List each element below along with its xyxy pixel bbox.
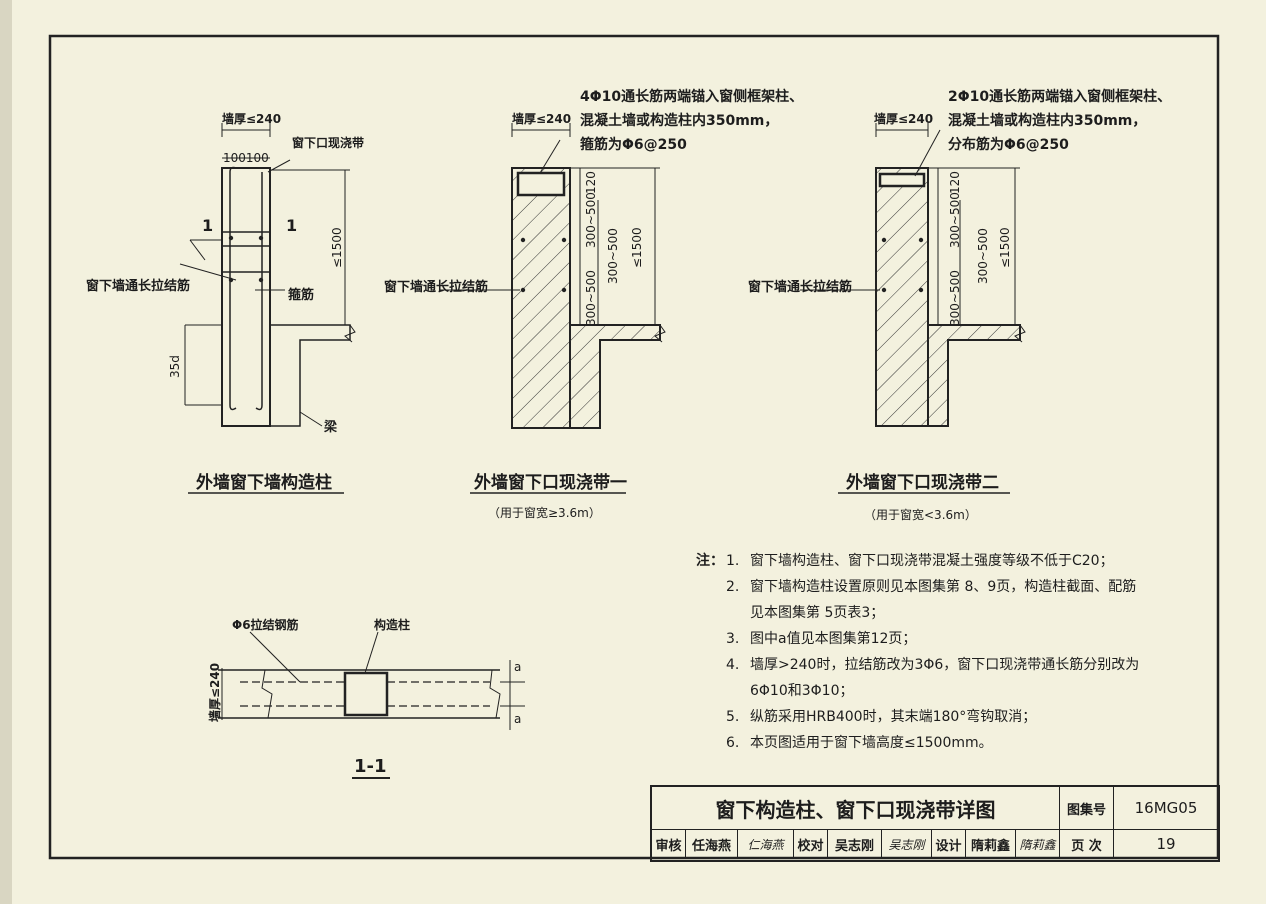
section-wall-thickness: 墙厚≤240 (208, 662, 222, 722)
note-number: 6. (726, 735, 740, 751)
note-3: 3. 图中a值见本图集第12页； (696, 626, 1166, 652)
fig1-tie-bar-label: 窗下墙通长拉结筋 (86, 279, 191, 294)
design-label: 设计 (932, 830, 966, 858)
note-text: 窗下墙构造柱设置原则见本图集第 8、9页，构造柱截面、配筋 (750, 579, 1137, 595)
notes: 注： 1. 窗下墙构造柱、窗下口现浇带混凝土强度等级不低于C20； 2. 窗下墙… (696, 548, 1166, 756)
check-label: 校对 (794, 830, 828, 858)
fig3-dim-300-500-b: 300~500 (948, 270, 962, 326)
fig1-anchor-label: 35d (168, 355, 182, 378)
fig1-drawing (179, 123, 356, 427)
fig1-stirrup-label: 箍筋 (288, 288, 315, 303)
reviewer-name: 任海燕 (686, 830, 738, 858)
note-text: 见本图集第 5页表3； (750, 605, 885, 621)
note-number: 5. (726, 709, 740, 725)
fig1-wall-thickness: 墙厚≤240 (222, 112, 282, 126)
fig3-height-label: ≤1500 (998, 227, 1012, 268)
page-label: 页 次 (1060, 830, 1114, 858)
notes-heading: 注： (696, 553, 724, 569)
fig2-dim-300-500-c: 300~500 (606, 228, 620, 284)
page-number: 19 (1156, 835, 1176, 853)
fig3-drawing (800, 123, 1026, 427)
fig1-section-mark-right: 1 (286, 216, 298, 235)
note-number: 1. (726, 553, 740, 569)
fig2-drawing (440, 123, 666, 429)
fig2-note-line1: 4Φ10通长筋两端锚入窗侧框架柱、 (580, 89, 804, 105)
binding-strip (0, 0, 12, 904)
note-number: 2. (726, 579, 740, 595)
fig3-subtitle: （用于窗宽<3.6m） (864, 508, 977, 522)
note-number: 4. (726, 657, 740, 673)
atlas-number: 16MG05 (1134, 799, 1198, 817)
note-2-cont: 见本图集第 5页表3； (696, 600, 1166, 626)
fig2-note-line3: 箍筋为Φ6@250 (580, 137, 687, 153)
note-text: 本页图适用于窗下墙高度≤1500mm。 (750, 735, 993, 751)
fig3-note-line3: 分布筋为Φ6@250 (948, 137, 1069, 153)
section-a-mark-top: a (514, 660, 522, 674)
review-label: 审核 (652, 830, 686, 858)
fig3-dim-300-500-c: 300~500 (976, 228, 990, 284)
section-tie-label: Φ6拉结钢筋 (232, 618, 299, 632)
drawing-frame (48, 34, 1220, 860)
atlas-label: 图集号 (1060, 787, 1114, 829)
fig3-dim-120: 120 (948, 171, 962, 194)
fig3-wall-thickness: 墙厚≤240 (874, 112, 934, 126)
note-2: 2. 窗下墙构造柱设置原则见本图集第 8、9页，构造柱截面、配筋 (696, 574, 1166, 600)
note-1: 注： 1. 窗下墙构造柱、窗下口现浇带混凝土强度等级不低于C20； (696, 548, 1166, 574)
fig3-title: 外墙窗下口现浇带二 (846, 473, 999, 493)
section-title: 1-1 (354, 756, 387, 777)
section-drawing (218, 631, 525, 730)
designer-signature: 隋莉鑫 (1016, 830, 1060, 858)
fig1-height-label: ≤1500 (330, 227, 344, 268)
fig2-dim-300-500-b: 300~500 (584, 270, 598, 326)
fig2-subtitle: （用于窗宽≥3.6m） (488, 506, 601, 520)
fig2-height-label: ≤1500 (630, 227, 644, 268)
reviewer-signature: 仁海燕 (738, 830, 794, 858)
fig1-section-mark-left: 1 (202, 216, 214, 235)
fig2-dim-300-500-a: 300~500 (584, 192, 598, 248)
section-column-label: 构造柱 (374, 618, 411, 632)
note-4: 4. 墙厚>240时，拉结筋改为3Φ6，窗下口现浇带通长筋分别改为 (696, 652, 1166, 678)
note-text: 6Φ10和3Φ10； (750, 683, 854, 699)
drawing-title: 窗下构造柱、窗下口现浇带详图 (652, 787, 1060, 829)
fig1-beam-label: 梁 (324, 420, 338, 435)
note-4-cont: 6Φ10和3Φ10； (696, 678, 1166, 704)
note-text: 图中a值见本图集第12页； (750, 631, 917, 647)
designer-name: 隋莉鑫 (966, 830, 1016, 858)
fig2-title: 外墙窗下口现浇带一 (474, 473, 627, 493)
fig1-dims-top: 100100 (223, 151, 269, 165)
fig3-dim-300-500-a: 300~500 (948, 192, 962, 248)
note-text: 窗下墙构造柱、窗下口现浇带混凝土强度等级不低于C20； (750, 553, 1114, 569)
note-6: 6. 本页图适用于窗下墙高度≤1500mm。 (696, 730, 1166, 756)
fig1-window-band-label: 窗下口现浇带 (292, 136, 365, 150)
checker-signature: 吴志刚 (882, 830, 932, 858)
fig3-tie-bar-label: 窗下墙通长拉结筋 (748, 280, 853, 295)
note-text: 墙厚>240时，拉结筋改为3Φ6，窗下口现浇带通长筋分别改为 (750, 657, 1140, 673)
fig3-note-line1: 2Φ10通长筋两端锚入窗侧框架柱、 (948, 89, 1172, 105)
fig2-tie-bar-label: 窗下墙通长拉结筋 (384, 280, 489, 295)
note-text: 纵筋采用HRB400时，其末端180°弯钩取消； (750, 709, 1037, 725)
section-a-mark-bottom: a (514, 712, 522, 726)
fig2-note-line2: 混凝土墙或构造柱内350mm， (580, 113, 779, 129)
fig2-wall-thickness: 墙厚≤240 (512, 112, 572, 126)
note-5: 5. 纵筋采用HRB400时，其末端180°弯钩取消； (696, 704, 1166, 730)
title-block: 窗下构造柱、窗下口现浇带详图 图集号 16MG05 审核 任海燕 仁海燕 校对 … (650, 785, 1220, 862)
fig1-title: 外墙窗下墙构造柱 (196, 473, 332, 493)
note-number: 3. (726, 631, 740, 647)
checker-name: 吴志刚 (828, 830, 882, 858)
fig2-dim-120: 120 (584, 171, 598, 194)
fig3-note-line2: 混凝土墙或构造柱内350mm， (948, 113, 1147, 129)
